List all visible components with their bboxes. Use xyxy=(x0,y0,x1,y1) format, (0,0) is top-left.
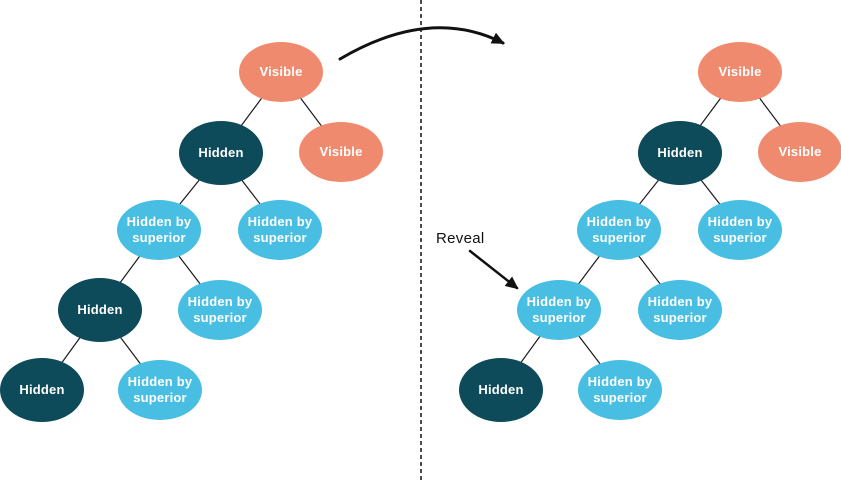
after-node-hbs-l4-right: Hidden by superior xyxy=(638,280,722,340)
before-node-hbs-l4: Hidden by superior xyxy=(178,280,262,340)
before-node-hbs-l5: Hidden by superior xyxy=(118,360,202,420)
after-node-hbs-l5: Hidden by superior xyxy=(578,360,662,420)
after-node-hbs-l3-right: Hidden by superior xyxy=(698,200,782,260)
after-node-hidden-l2: Hidden xyxy=(638,121,722,185)
before-node-hidden-l2: Hidden xyxy=(179,121,263,185)
after-node-hbs-l3-left: Hidden by superior xyxy=(577,200,661,260)
reveal-annotation-label: Reveal xyxy=(436,230,485,247)
before-node-hbs-l3-left: Hidden by superior xyxy=(117,200,201,260)
after-node-root-visible: Visible xyxy=(698,42,782,102)
before-node-hidden-l4: Hidden xyxy=(58,278,142,342)
before-node-hidden-l5: Hidden xyxy=(0,358,84,422)
reveal-arrow xyxy=(468,249,519,290)
before-node-hbs-l3-right: Hidden by superior xyxy=(238,200,322,260)
before-node-visible-l2: Visible xyxy=(299,122,383,182)
after-node-hbs-l4-revealed: Hidden by superior xyxy=(517,280,601,340)
after-node-hidden-l5: Hidden xyxy=(459,358,543,422)
transition-arrow xyxy=(338,26,505,61)
after-node-visible-l2: Visible xyxy=(758,122,841,182)
before-node-root-visible: Visible xyxy=(239,42,323,102)
